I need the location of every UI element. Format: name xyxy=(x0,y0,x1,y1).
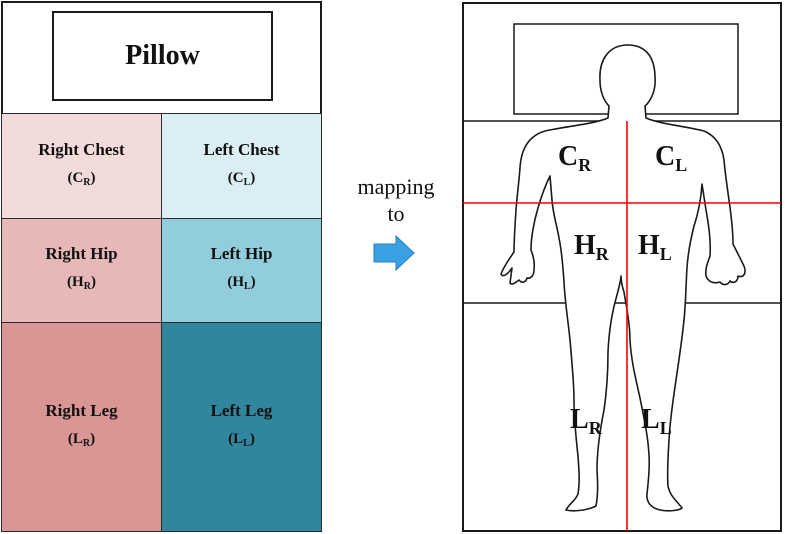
label-l-r: LR xyxy=(570,404,603,438)
label-h-r: HR xyxy=(574,230,610,264)
body-map-panel: CR CL HR HL LR LL xyxy=(462,2,782,532)
human-silhouette xyxy=(500,44,746,512)
label-c-r: CR xyxy=(558,141,592,175)
zone-name: Right Chest xyxy=(38,139,125,159)
label-h-l: HL xyxy=(638,230,672,264)
zone-right-hip: Right Hip (HR) xyxy=(1,218,162,323)
zone-right-leg: Right Leg (LR) xyxy=(1,322,162,532)
pillow: Pillow xyxy=(52,11,273,101)
zone-abbreviation: (LL) xyxy=(228,430,255,449)
zone-left-hip: Left Hip (HL) xyxy=(161,218,322,323)
zone-abbreviation: (HR) xyxy=(67,274,96,292)
mapping-label-line1: mapping xyxy=(357,174,435,199)
zone-left-chest: Left Chest (CL) xyxy=(161,113,322,219)
arrow-right-icon xyxy=(373,234,415,272)
zone-abbreviation: (HL) xyxy=(227,274,256,292)
label-l-l: LL xyxy=(641,404,672,438)
zone-name: Right Leg xyxy=(45,400,118,420)
zone-name: Left Chest xyxy=(203,139,280,159)
pillow-label: Pillow xyxy=(125,40,200,71)
zone-right-chest: Right Chest (CR) xyxy=(1,113,162,219)
zone-name: Right Hip xyxy=(45,244,118,263)
label-c-l: CL xyxy=(655,141,687,175)
zone-abbreviation: (CR) xyxy=(67,169,96,188)
zone-abbreviation: (CL) xyxy=(227,169,256,188)
zone-name: Left Leg xyxy=(210,400,273,420)
mapping-label-line2: to xyxy=(387,201,405,226)
zone-abbreviation: (LR) xyxy=(67,430,96,449)
mapping-label: mapping to xyxy=(334,173,458,227)
zone-name: Left Hip xyxy=(210,244,273,263)
zone-left-leg: Left Leg (LL) xyxy=(161,322,322,532)
